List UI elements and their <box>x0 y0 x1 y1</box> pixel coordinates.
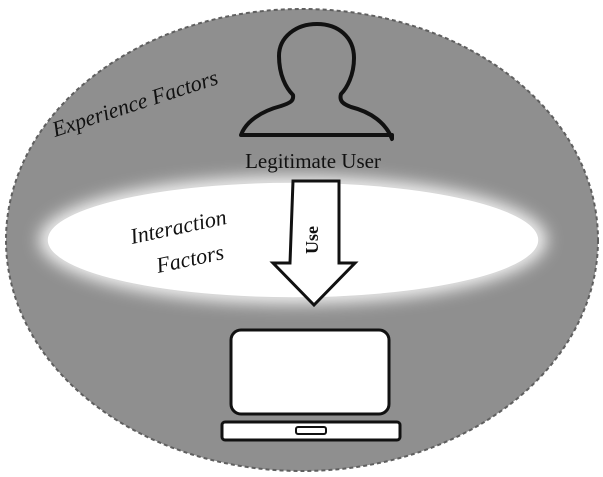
legitimate-user-label: Legitimate User <box>245 149 381 173</box>
user-silhouette-icon <box>239 22 394 141</box>
use-label: Use <box>302 226 322 254</box>
laptop-icon <box>220 328 402 442</box>
use-arrow <box>269 179 359 308</box>
